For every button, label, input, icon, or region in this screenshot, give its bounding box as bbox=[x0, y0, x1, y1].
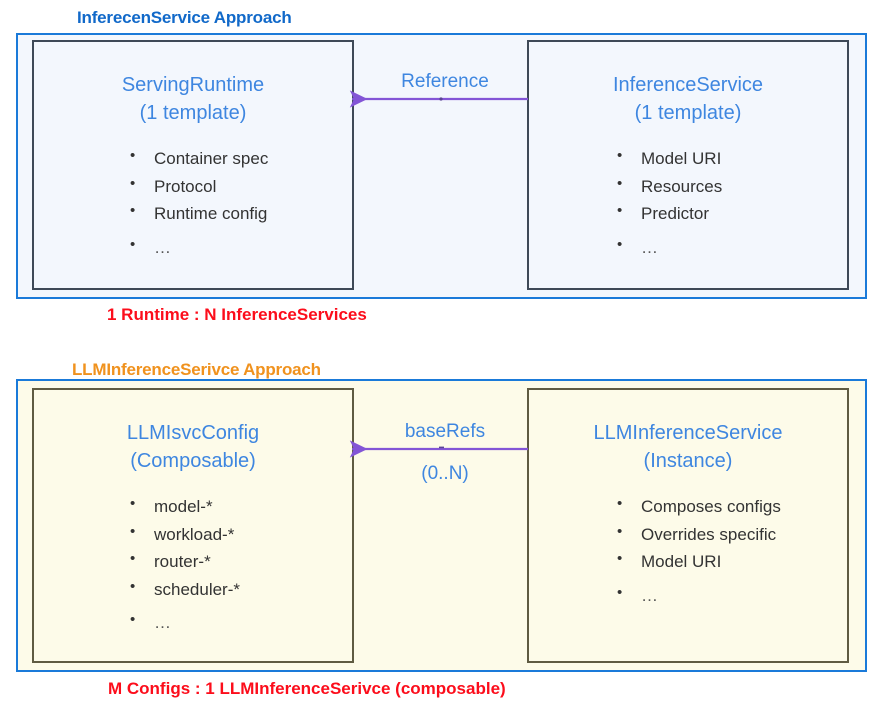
list-item: … bbox=[130, 233, 268, 262]
arrow-label-reference: Reference bbox=[401, 71, 489, 92]
entity-title: LLMIsvcConfig bbox=[126, 422, 260, 444]
list-item: Model URI bbox=[617, 144, 722, 173]
entity-subtitle: (1 template) bbox=[634, 102, 742, 124]
arrow-label-cardinality: (0..N) bbox=[421, 463, 469, 484]
list-item: workload-* bbox=[130, 520, 240, 549]
baserefs-arrow-icon bbox=[349, 440, 528, 458]
list-item: Composes configs bbox=[617, 492, 781, 521]
list-item: Model URI bbox=[617, 547, 781, 576]
entity-title: ServingRuntime bbox=[121, 74, 265, 96]
list-item: Container spec bbox=[130, 144, 268, 173]
list-item: … bbox=[617, 233, 722, 262]
arrow-label-baserefs: baseRefs bbox=[404, 421, 486, 442]
list-item: … bbox=[130, 608, 240, 637]
entity-subtitle: (1 template) bbox=[139, 102, 247, 124]
caption-configs-ratio: M Configs : 1 LLMInferenceSerivce (compo… bbox=[108, 679, 506, 698]
entity-bullet-list: model-* workload-* router-* scheduler-* … bbox=[130, 492, 240, 637]
list-item: Overrides specific bbox=[617, 520, 781, 549]
entity-bullet-list: Container spec Protocol Runtime config … bbox=[130, 144, 268, 262]
list-item: Runtime config bbox=[130, 199, 268, 228]
list-item: Resources bbox=[617, 172, 722, 201]
entity-bullet-list: Composes configs Overrides specific Mode… bbox=[617, 492, 781, 610]
entity-title: LLMInferenceService bbox=[593, 422, 783, 444]
entity-title: InferenceService bbox=[612, 74, 764, 96]
entity-servingruntime: ServingRuntime (1 template) Container sp… bbox=[32, 40, 354, 290]
section-header-llminferenceservice: LLMInferenceSerivce Approach bbox=[72, 360, 321, 379]
reference-arrow-icon bbox=[349, 90, 528, 108]
entity-inferenceservice: InferenceService (1 template) Model URI … bbox=[527, 40, 849, 290]
list-item: model-* bbox=[130, 492, 240, 521]
entity-llmisvcconfig: LLMIsvcConfig (Composable) model-* workl… bbox=[32, 388, 354, 663]
list-item: router-* bbox=[130, 547, 240, 576]
list-item: Predictor bbox=[617, 199, 722, 228]
entity-llminferenceservice: LLMInferenceService (Instance) Composes … bbox=[527, 388, 849, 663]
entity-subtitle: (Instance) bbox=[643, 450, 733, 472]
caption-runtime-ratio: 1 Runtime : N InferenceServices bbox=[107, 305, 367, 324]
list-item: scheduler-* bbox=[130, 575, 240, 604]
list-item: Protocol bbox=[130, 172, 268, 201]
entity-bullet-list: Model URI Resources Predictor … bbox=[617, 144, 722, 262]
section-header-inferenceservice: InferecenService Approach bbox=[77, 8, 292, 27]
entity-subtitle: (Composable) bbox=[130, 450, 256, 472]
list-item: … bbox=[617, 581, 781, 610]
